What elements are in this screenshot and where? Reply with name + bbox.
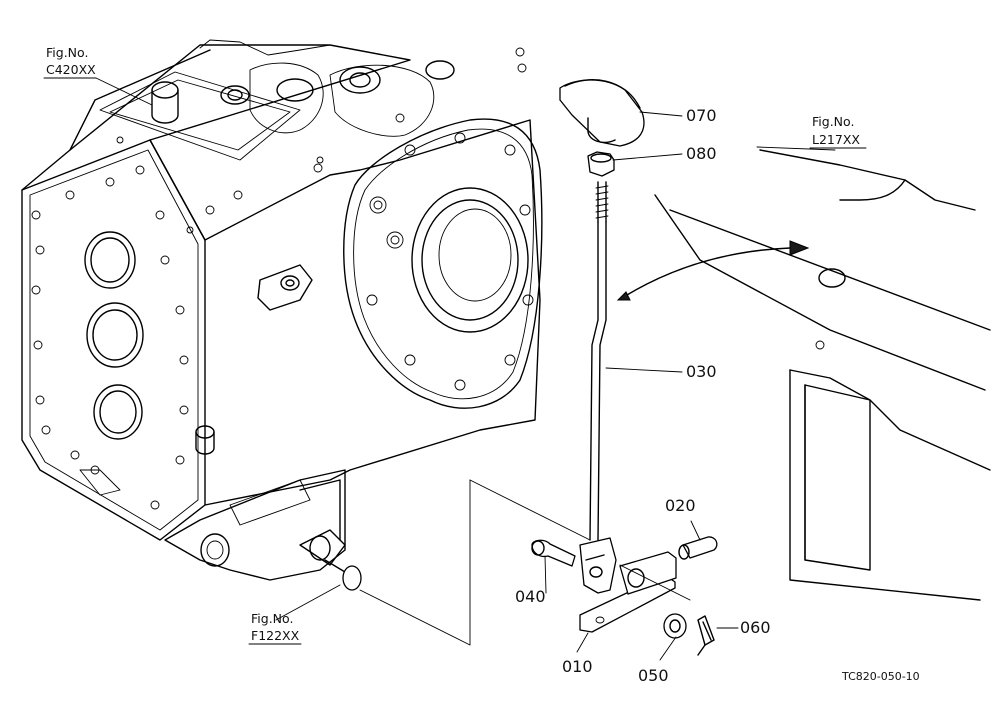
frame-panel-drawing xyxy=(654,149,991,601)
fig-ref-code: F122XX xyxy=(251,628,300,643)
part-label-080: 080 xyxy=(686,144,717,163)
fig-ref-code: C420XX xyxy=(46,62,96,77)
leader-lines xyxy=(95,77,836,661)
part-label-020: 020 xyxy=(665,496,696,515)
fig-ref-title: Fig.No. xyxy=(812,114,854,129)
part-label-040: 040 xyxy=(515,587,546,606)
fig-ref-c420xx: Fig.No. C420XX xyxy=(43,45,97,79)
part-label-070: 070 xyxy=(686,106,717,125)
fig-ref-l217xx: Fig.No. L217XX xyxy=(809,114,867,149)
part-label-030: 030 xyxy=(686,362,717,381)
transmission-case-drawing xyxy=(21,39,543,591)
fig-ref-title: Fig.No. xyxy=(251,611,293,626)
drawing-code: TC820-050-10 xyxy=(841,670,920,683)
part-label-010: 010 xyxy=(562,657,593,676)
fig-ref-title: Fig.No. xyxy=(46,45,88,60)
assembly-arrow xyxy=(616,240,810,301)
fig-ref-f122xx: Fig.No. F122XX xyxy=(248,611,302,645)
part-label-050: 050 xyxy=(638,666,669,685)
fig-ref-code: L217XX xyxy=(812,132,860,147)
reference-lines xyxy=(359,479,691,646)
part-label-060: 060 xyxy=(740,618,771,637)
